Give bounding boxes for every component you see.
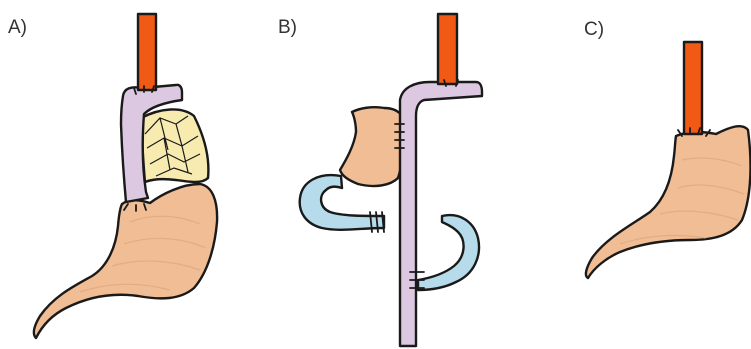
esophagus-c — [684, 42, 702, 134]
panel-c — [586, 42, 751, 278]
panel-a — [34, 14, 217, 338]
roux-limb-b — [400, 82, 482, 346]
gastric-remnant-b — [340, 107, 403, 186]
biliopancreatic-loop-b — [418, 215, 479, 290]
sleeve-stomach-c — [586, 126, 751, 278]
esophagus-b — [438, 14, 457, 84]
esophagus-a — [138, 14, 156, 90]
panel-b — [300, 14, 482, 346]
